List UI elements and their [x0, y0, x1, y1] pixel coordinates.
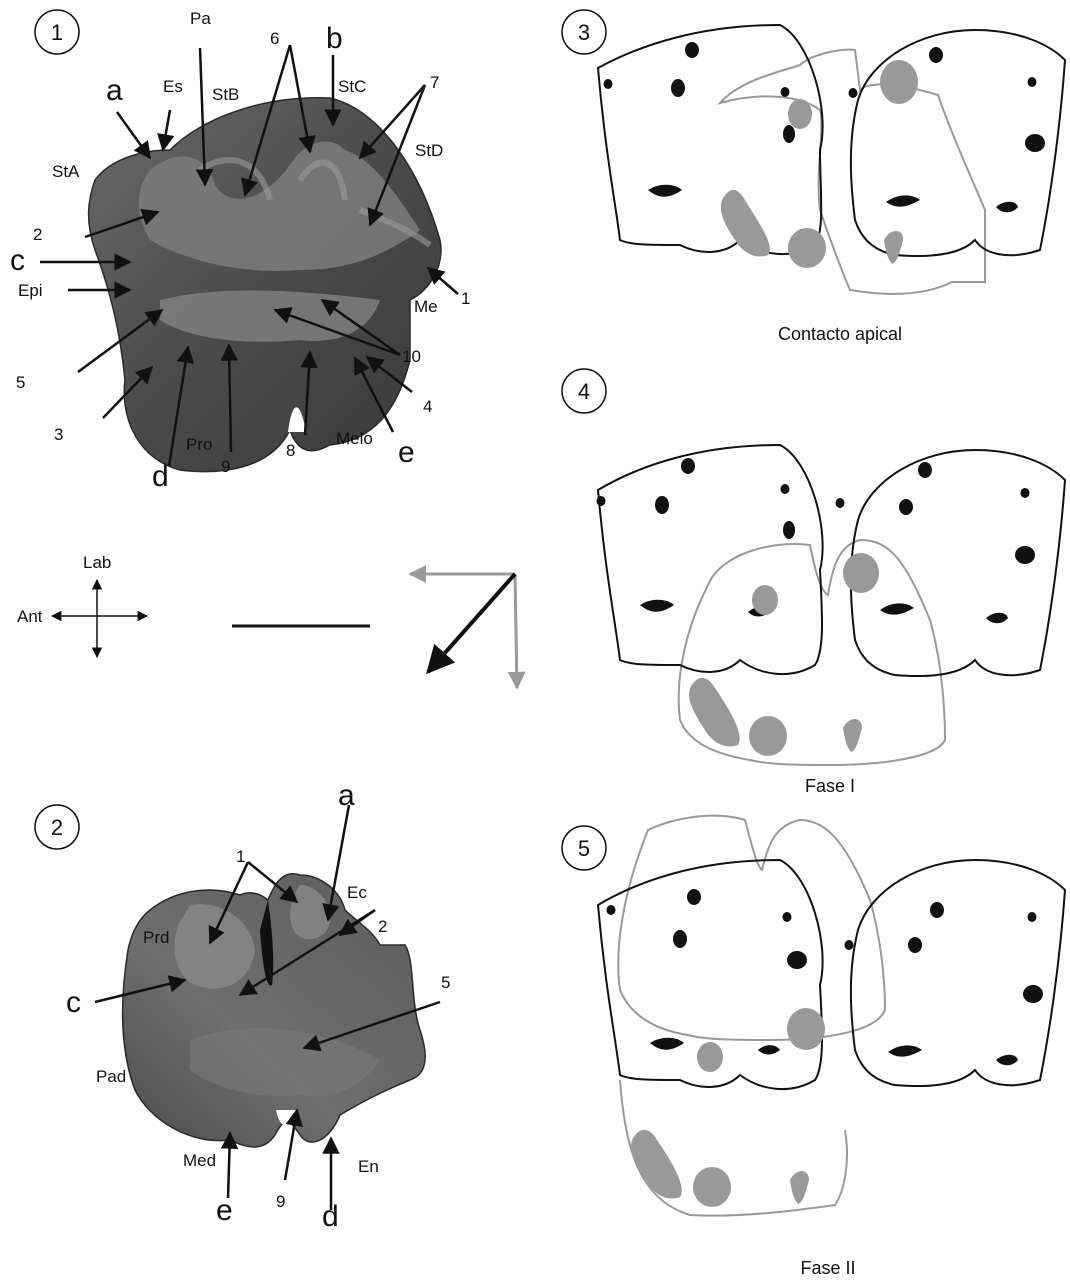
label-5: 5	[16, 373, 25, 392]
label-7: 7	[430, 73, 439, 92]
panel-1: 1	[10, 9, 470, 493]
molar-photo-lower	[123, 874, 426, 1147]
label-10: 10	[402, 347, 421, 366]
label-2: 2	[33, 225, 42, 244]
label2-9: 9	[276, 1192, 285, 1211]
label-es: Es	[163, 77, 183, 96]
panel-4-number: 4	[578, 379, 590, 404]
label-melo: Melo	[336, 429, 373, 448]
label2-d: d	[322, 1200, 339, 1233]
label-d: d	[152, 460, 169, 493]
label2-1: 1	[236, 847, 245, 866]
compass-lab-label: Lab	[83, 553, 111, 572]
label2-c: c	[66, 986, 81, 1019]
compass-ant-label: Ant	[17, 607, 43, 626]
panel-2: 2 a 1 Ec 2 Prd c 5	[35, 779, 450, 1233]
label-6: 6	[270, 29, 279, 48]
label-me: Me	[414, 297, 438, 316]
molar-photo-upper	[89, 98, 441, 472]
panel-3-number: 3	[578, 20, 590, 45]
panel-2-number: 2	[51, 815, 63, 840]
label2-5: 5	[441, 973, 450, 992]
label-1: 1	[461, 289, 470, 308]
panel-3: 3 Contacto apical	[562, 10, 1065, 344]
label2-prd: Prd	[143, 928, 169, 947]
caption-fase-ii: Fase II	[800, 1258, 855, 1278]
label2-en: En	[358, 1157, 379, 1176]
label-9: 9	[221, 457, 230, 476]
label-stb: StB	[212, 85, 239, 104]
panel-1-number: 1	[51, 20, 63, 45]
occlusion-diagram-5	[598, 816, 1065, 1216]
panel-4: 4 Fase I	[562, 369, 1065, 796]
label2-2: 2	[378, 917, 387, 936]
label2-pad: Pad	[96, 1067, 126, 1086]
caption-fase-i: Fase I	[805, 776, 855, 796]
occlusion-diagram-4	[597, 445, 1066, 765]
label2-e: e	[216, 1194, 233, 1227]
label2-med: Med	[183, 1151, 216, 1170]
label-b: b	[326, 22, 343, 55]
label-stc: StC	[338, 77, 366, 96]
caption-contacto-apical: Contacto apical	[778, 324, 902, 344]
label-e: e	[398, 436, 415, 469]
label2-ec: Ec	[347, 883, 367, 902]
label-8: 8	[286, 441, 295, 460]
label2-a: a	[338, 779, 355, 812]
label-pro: Pro	[186, 435, 212, 454]
label-a: a	[106, 74, 123, 107]
panel-5: 5 Fase II	[562, 816, 1065, 1278]
occlusion-diagram-3	[598, 25, 1065, 294]
label-epi: Epi	[18, 281, 43, 300]
label-pa: Pa	[190, 9, 211, 28]
movement-arrows	[410, 574, 517, 688]
orientation-compass: Lab Ant	[17, 553, 147, 657]
label-std: StD	[415, 141, 443, 160]
label-sta: StA	[52, 162, 80, 181]
panel-5-number: 5	[578, 836, 590, 861]
label-4: 4	[423, 397, 432, 416]
label-3: 3	[54, 425, 63, 444]
label-c: c	[10, 244, 25, 277]
